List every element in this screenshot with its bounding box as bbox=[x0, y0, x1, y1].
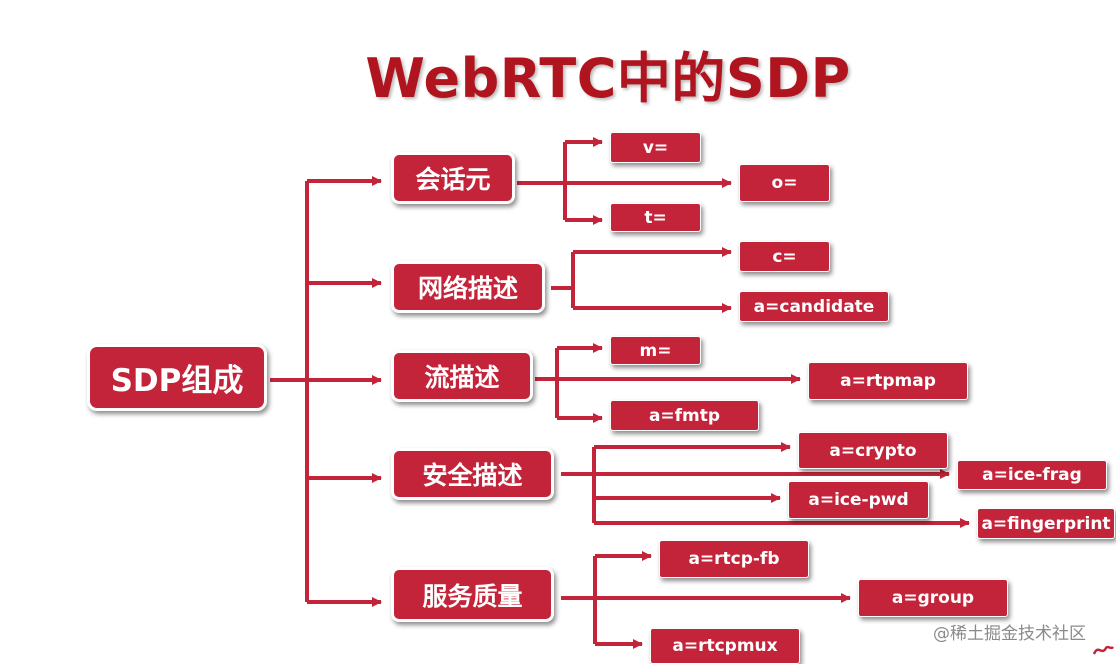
category-security-description: 安全描述 bbox=[391, 448, 554, 500]
leaf-a-ice-frag: a=ice-frag bbox=[957, 460, 1107, 490]
leaf-a-rtpmap: a=rtpmap bbox=[808, 362, 968, 400]
leaf-t: t= bbox=[610, 203, 701, 232]
stream-description-trunk bbox=[535, 348, 559, 418]
session-meta-trunk bbox=[517, 142, 567, 220]
leaf-m: m= bbox=[610, 336, 701, 365]
category-session-meta: 会话元 bbox=[391, 152, 515, 204]
leaf-v: v= bbox=[610, 132, 701, 163]
leaf-a-group: a=group bbox=[858, 579, 1008, 617]
leaf-a-rtcp-fb: a=rtcp-fb bbox=[659, 540, 809, 578]
page-title: WebRTC中的SDP bbox=[365, 47, 851, 110]
network-description-trunk bbox=[551, 252, 575, 308]
leaf-a-ice-pwd: a=ice-pwd bbox=[788, 481, 929, 519]
watermark: @稀土掘金技术社区 bbox=[933, 624, 1086, 644]
quality-of-service-trunk bbox=[561, 556, 597, 644]
root-trunk bbox=[270, 181, 309, 602]
leaf-o: o= bbox=[739, 164, 830, 202]
corner-flourish-icon bbox=[1092, 645, 1114, 655]
category-network-description: 网络描述 bbox=[391, 261, 545, 313]
leaf-a-candidate: a=candidate bbox=[739, 291, 889, 322]
category-stream-description: 流描述 bbox=[391, 350, 533, 402]
leaf-a-fingerprint: a=fingerprint bbox=[977, 508, 1115, 539]
root-node: SDP组成 bbox=[87, 344, 267, 411]
leaf-a-rtcpmux: a=rtcpmux bbox=[650, 628, 800, 664]
security-description-trunk bbox=[561, 447, 596, 523]
leaf-c: c= bbox=[739, 241, 830, 272]
leaf-a-crypto: a=crypto bbox=[798, 432, 948, 469]
leaf-a-fmtp: a=fmtp bbox=[610, 400, 759, 431]
category-quality-of-service: 服务质量 bbox=[391, 567, 554, 622]
